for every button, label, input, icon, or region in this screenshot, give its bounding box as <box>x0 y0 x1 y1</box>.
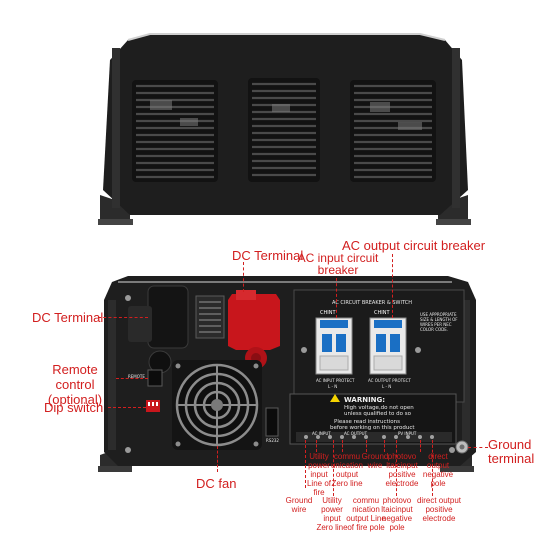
leader-dc-terminal-left <box>98 317 148 318</box>
warning-line-2: unless qualified to do so <box>344 411 411 417</box>
ac-input-breaker <box>315 317 353 375</box>
ac-output-breaker <box>369 317 407 375</box>
cable-note-text: USE APPROPRIATE SIZE & LENGTH OF WIRES P… <box>420 312 458 332</box>
wire-label-lower-3: commu nication output Line of fire pole <box>346 496 386 532</box>
dc-fan <box>172 360 262 450</box>
leader-dc-terminal-top <box>243 262 244 292</box>
wire-label-lower-1: Ground wire <box>285 496 313 514</box>
leader-fan <box>217 446 218 472</box>
label-ac-input-breaker: AC input circuit breaker <box>297 251 379 277</box>
label-remote-control: Remote control (optional) <box>47 362 103 407</box>
breaker-brand-left: CHINT <box>320 310 336 316</box>
ac-input-protect-text: AC INPUT PROTECT <box>316 378 355 383</box>
ac-output-terminal-text: AC OUTPUT <box>344 431 368 436</box>
leader-wire-2 <box>316 440 317 452</box>
pv-terminal-text: PV INPUT <box>398 431 417 436</box>
leader-dip <box>108 407 146 408</box>
wire-label-upper-5: direct output negative pole <box>422 452 454 488</box>
label-dip-switch: Dip switch <box>44 400 104 415</box>
leader-wire-9 <box>432 440 433 496</box>
label-dc-fan: DC fan <box>196 476 237 491</box>
leader-ground <box>468 447 488 448</box>
leader-ac-output <box>392 254 393 318</box>
rs232-port <box>265 407 279 437</box>
leader-wire-8 <box>420 440 421 452</box>
label-dc-terminal-left: DC Terminal <box>32 310 104 325</box>
breaker-brand-right: CHINT <box>374 310 390 316</box>
wire-label-upper-4: photovo ltaicinput positive electrode <box>385 452 419 488</box>
output-rating-text: L - N <box>382 384 392 389</box>
leader-wire-7 <box>396 440 397 496</box>
rs232-text: RS232 <box>266 438 279 443</box>
breaker-header: AC CIRCUIT BREAKER & SWITCH <box>332 300 412 306</box>
wire-label-upper-2: commu unication output Zero line <box>330 452 364 488</box>
dc-terminal-negative <box>147 285 189 349</box>
instructions-line-2: before working on this product <box>330 425 415 431</box>
ac-input-terminal-text: AC INPUT <box>312 431 331 436</box>
warning-line-1: High voltage,do not open <box>344 405 414 411</box>
leader-wire-5 <box>366 440 367 452</box>
remote-port-text: REMOTE <box>128 374 145 379</box>
wire-label-lower-4: photovo ltaicinput negative pole <box>381 496 413 532</box>
leader-wire-4 <box>342 440 343 452</box>
leader-wire-3 <box>333 440 334 496</box>
ac-output-protect-text: AC OUTPUT PROTECT <box>368 378 411 383</box>
instructions-line-1: Please read instructions <box>334 419 400 425</box>
leader-wire-6 <box>384 440 385 452</box>
leader-wire-1 <box>305 440 306 488</box>
wire-label-lower-5: direct output positive electrode <box>416 496 462 523</box>
wire-label-upper-1: Utility power input Line of fire <box>306 452 332 497</box>
wire-label-lower-2: Utility power input Zero line <box>316 496 348 532</box>
dc-terminal-positive <box>228 294 280 350</box>
inverter-top-view <box>98 33 471 225</box>
label-ac-output-breaker: AC output circuit breaker <box>342 238 486 253</box>
label-dc-terminal-top: DC Terminal <box>232 248 304 263</box>
label-ground-terminal: Ground terminal <box>488 437 535 466</box>
input-rating-text: L - N <box>328 384 338 389</box>
leader-ac-input <box>336 278 337 318</box>
warning-title: WARNING: <box>344 396 386 404</box>
remote-port <box>147 369 163 387</box>
leader-remote <box>116 378 148 379</box>
wire-label-upper-3: Ground wire <box>361 452 389 470</box>
